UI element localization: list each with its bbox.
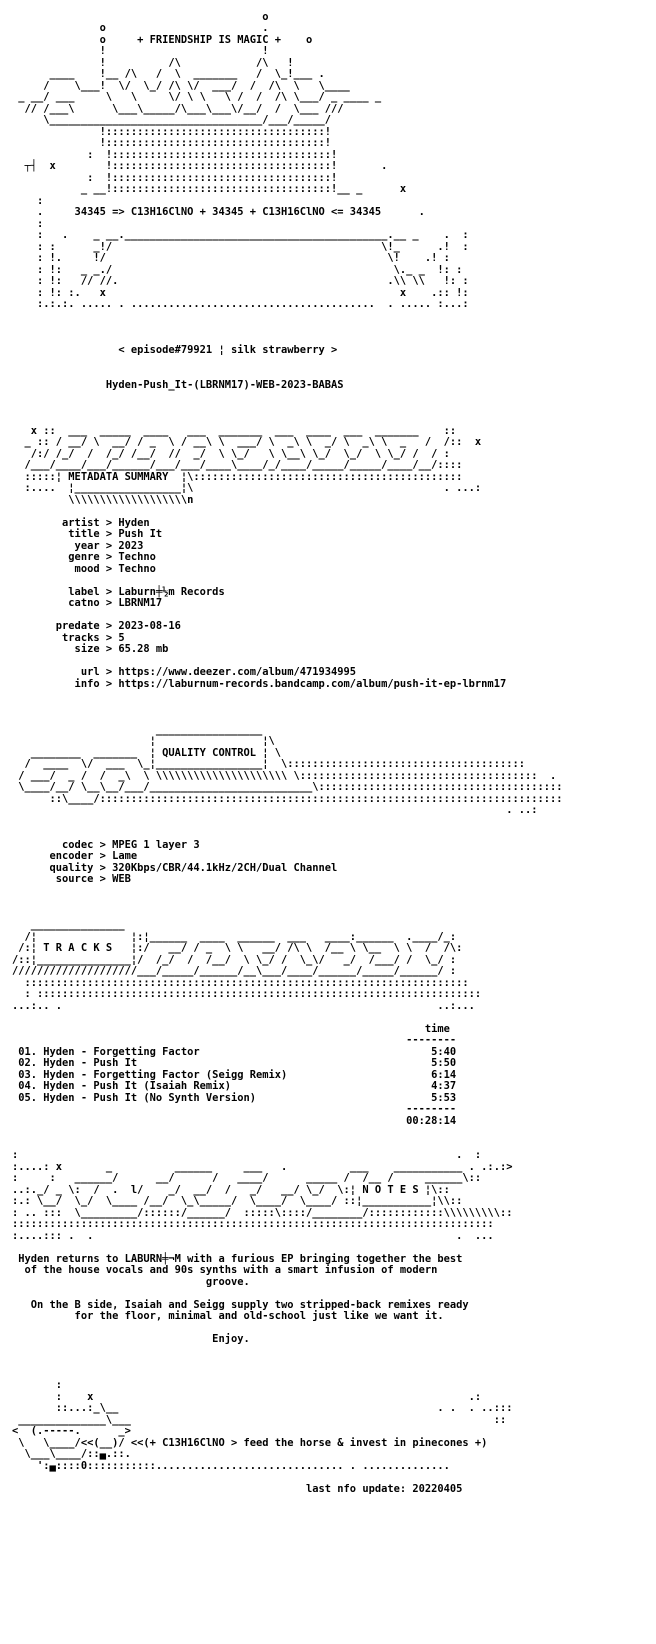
nfo-document: o o . o + FRIENDSHIP IS MAGIC + o ! ! ! … [12, 10, 563, 1495]
